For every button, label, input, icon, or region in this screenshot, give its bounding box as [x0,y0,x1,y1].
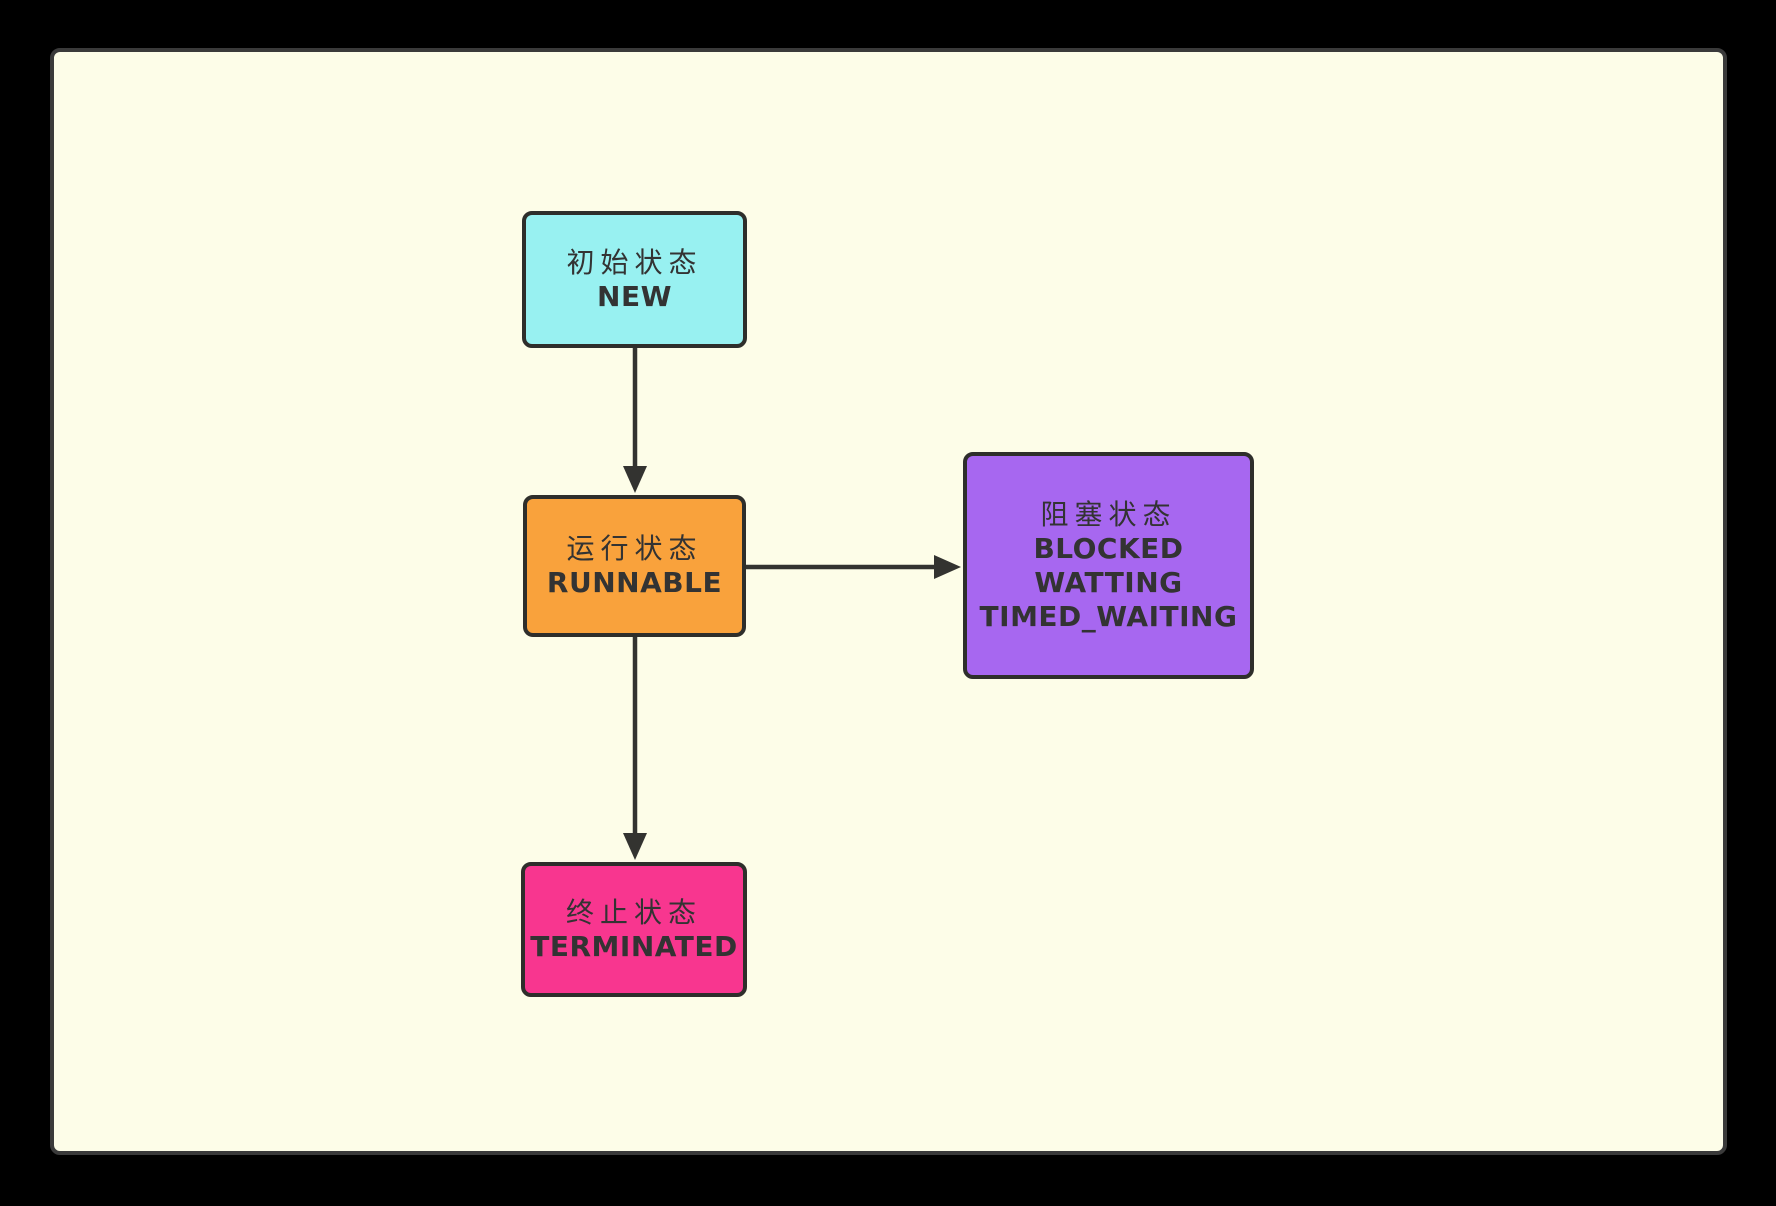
edge-layer [623,348,961,860]
node-blocked: 阻塞状态 BLOCKED WATTING TIMED_WAITING [963,452,1254,679]
node-runnable: 运行状态 RUNNABLE [523,495,746,637]
edge-runnable-terminated [623,637,647,860]
node-label-en: NEW [597,279,672,313]
node-label-en: TIMED_WAITING [979,599,1238,633]
edge-runnable-blocked [746,555,961,579]
arrowhead-down-icon [623,833,647,860]
node-label-en: BLOCKED [1033,531,1184,565]
arrowhead-right-icon [934,555,961,579]
node-title-zh: 运行状态 [566,532,703,565]
node-label-en: TERMINATED [530,929,738,963]
node-terminated: 终止状态 TERMINATED [521,862,747,997]
diagram-canvas: 初始状态 NEW 运行状态 RUNNABLE 阻塞状态 BLOCKED WATT… [50,48,1727,1155]
node-new: 初始状态 NEW [522,211,747,348]
edge-new-runnable [623,348,647,493]
node-title-zh: 初始状态 [566,245,703,279]
node-title-zh: 阻塞状态 [1040,497,1177,531]
node-title-zh: 终止状态 [565,895,702,929]
node-label-en: WATTING [1034,565,1183,599]
node-label-en: RUNNABLE [546,566,723,599]
arrowhead-down-icon [623,466,647,493]
